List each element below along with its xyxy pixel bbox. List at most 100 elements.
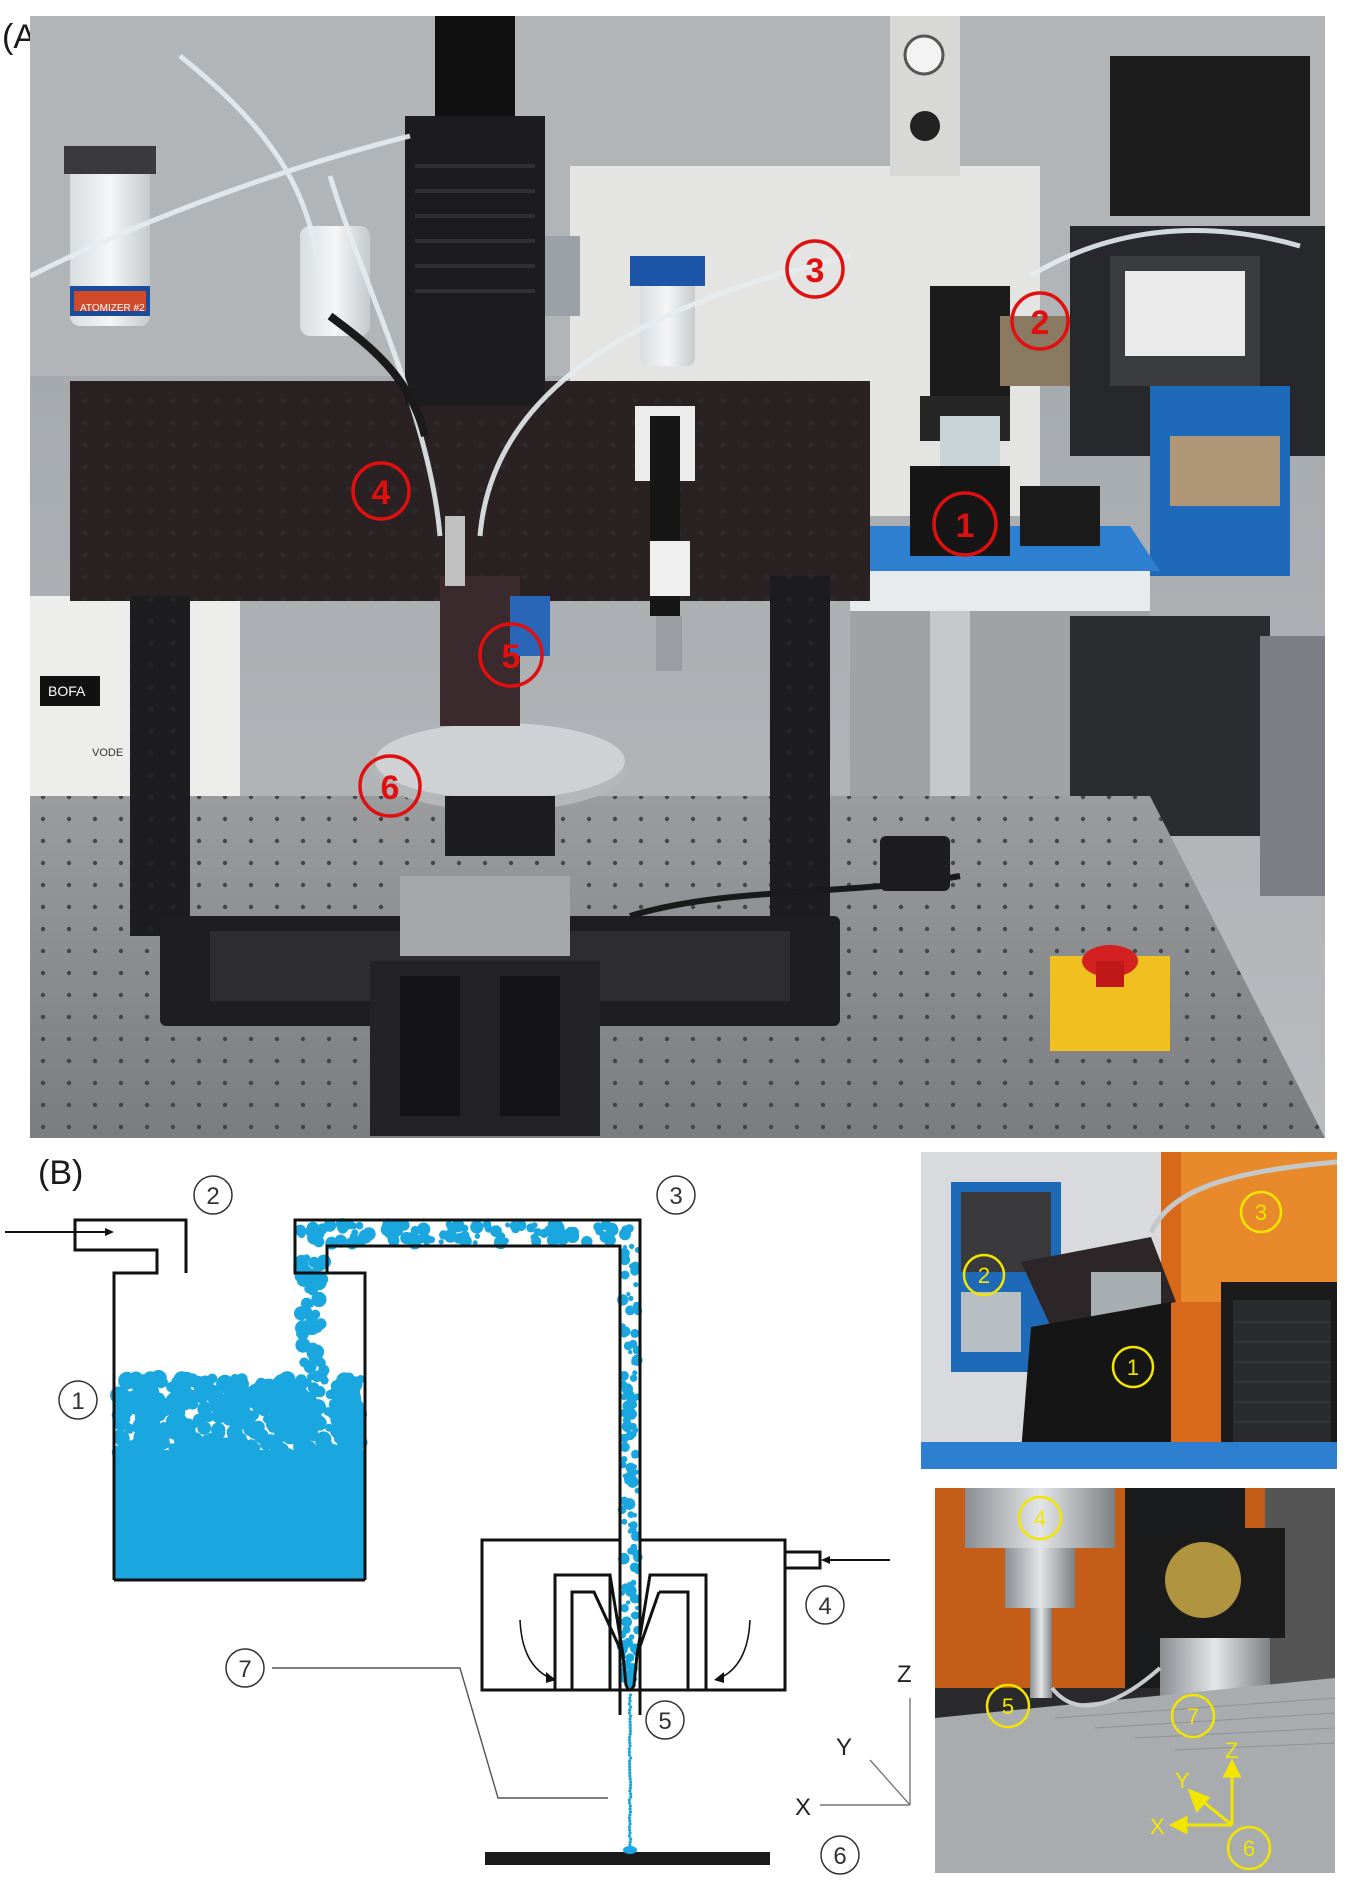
inset-marker-6: 6 — [1243, 1836, 1255, 1861]
marker-3: 3 — [806, 252, 825, 290]
droplet — [197, 1381, 216, 1400]
droplet — [628, 1840, 632, 1844]
droplet — [301, 1432, 311, 1442]
droplet — [629, 1783, 633, 1787]
droplet — [336, 1412, 350, 1427]
substrate-plate — [485, 1852, 770, 1865]
droplet — [623, 1637, 633, 1648]
droplet — [307, 1382, 320, 1394]
droplet — [629, 1374, 638, 1382]
droplet — [628, 1729, 633, 1733]
droplet — [625, 1600, 631, 1605]
num-7: 7 — [238, 1656, 251, 1683]
droplet — [345, 1236, 359, 1250]
sticker-atomizer: ATOMIZER #2 — [80, 303, 145, 314]
droplet — [149, 1423, 161, 1435]
droplet — [627, 1801, 632, 1805]
droplet — [314, 1258, 324, 1268]
droplet — [203, 1411, 215, 1423]
droplet — [296, 1273, 311, 1287]
droplet — [620, 1393, 628, 1401]
num-1: 1 — [71, 1388, 84, 1415]
droplet — [291, 1383, 307, 1399]
droplet — [628, 1723, 632, 1727]
droplet — [296, 1329, 305, 1339]
droplet — [628, 1295, 634, 1302]
droplet — [628, 1699, 632, 1703]
droplet — [309, 1346, 323, 1360]
droplet — [311, 1291, 327, 1308]
droplet — [317, 1369, 328, 1380]
droplet — [628, 1822, 632, 1826]
droplet — [628, 1696, 632, 1700]
droplet — [175, 1389, 193, 1407]
inset-marker-5: 5 — [1002, 1694, 1014, 1719]
droplet — [626, 1675, 635, 1684]
panel-a-photo: 3 2 1 4 5 6 ATOMIZER #2 BOFA VODE — [30, 16, 1325, 1138]
droplet — [620, 1604, 629, 1613]
inset-marker-4: 4 — [1034, 1506, 1046, 1531]
droplet — [626, 1292, 631, 1297]
droplet — [546, 1234, 560, 1247]
droplet — [260, 1438, 273, 1451]
droplet — [631, 1449, 640, 1459]
droplet — [625, 1653, 635, 1662]
droplet — [608, 1228, 616, 1236]
droplet — [302, 1443, 312, 1453]
droplet — [129, 1374, 147, 1391]
droplet — [629, 1756, 633, 1760]
droplet — [515, 1220, 527, 1231]
panel-b-label: (B) — [38, 1154, 84, 1192]
inset-marker-2: 2 — [978, 1263, 990, 1288]
droplet — [158, 1377, 168, 1388]
droplet — [308, 1234, 317, 1243]
droplet — [600, 1219, 612, 1231]
droplet — [335, 1387, 346, 1399]
droplet — [280, 1373, 294, 1387]
droplet — [628, 1831, 632, 1835]
droplet — [226, 1444, 238, 1456]
droplet — [565, 1226, 576, 1238]
droplet — [623, 1498, 636, 1510]
inset-axis-z: Z — [1225, 1738, 1238, 1763]
droplet — [628, 1843, 632, 1847]
droplet — [337, 1446, 346, 1456]
droplet — [470, 1220, 484, 1234]
droplet — [628, 1789, 632, 1793]
droplet — [628, 1771, 632, 1775]
droplet — [239, 1446, 251, 1458]
droplet — [627, 1547, 635, 1555]
droplet — [539, 1228, 549, 1238]
droplet — [628, 1339, 638, 1349]
droplet — [297, 1230, 306, 1238]
droplet — [628, 1804, 632, 1808]
droplet — [627, 1522, 633, 1527]
droplet — [621, 1420, 633, 1432]
droplet — [632, 1370, 638, 1376]
droplet — [325, 1423, 334, 1432]
droplet — [117, 1447, 129, 1459]
inset-printhead-photo: Z Y X 4 5 7 6 — [935, 1488, 1335, 1873]
droplet — [175, 1416, 187, 1428]
droplet — [166, 1381, 177, 1393]
droplet — [337, 1223, 348, 1234]
droplet — [293, 1258, 309, 1274]
droplet — [213, 1427, 226, 1440]
droplet — [113, 1404, 125, 1416]
droplet — [137, 1396, 153, 1412]
droplet — [118, 1435, 130, 1447]
droplet — [316, 1273, 329, 1286]
droplet — [631, 1329, 638, 1337]
droplet — [315, 1357, 326, 1368]
droplet — [628, 1807, 632, 1811]
inset-axis-y: Y — [1175, 1768, 1190, 1793]
marker-5: 5 — [502, 638, 521, 676]
inset-marker-1: 1 — [1127, 1355, 1139, 1380]
droplet — [629, 1263, 635, 1269]
droplet — [627, 1798, 632, 1802]
aerosol-droplets — [110, 1218, 643, 1850]
droplet — [630, 1579, 637, 1586]
droplet — [630, 1612, 637, 1619]
droplet — [322, 1434, 332, 1444]
droplet — [168, 1443, 177, 1452]
